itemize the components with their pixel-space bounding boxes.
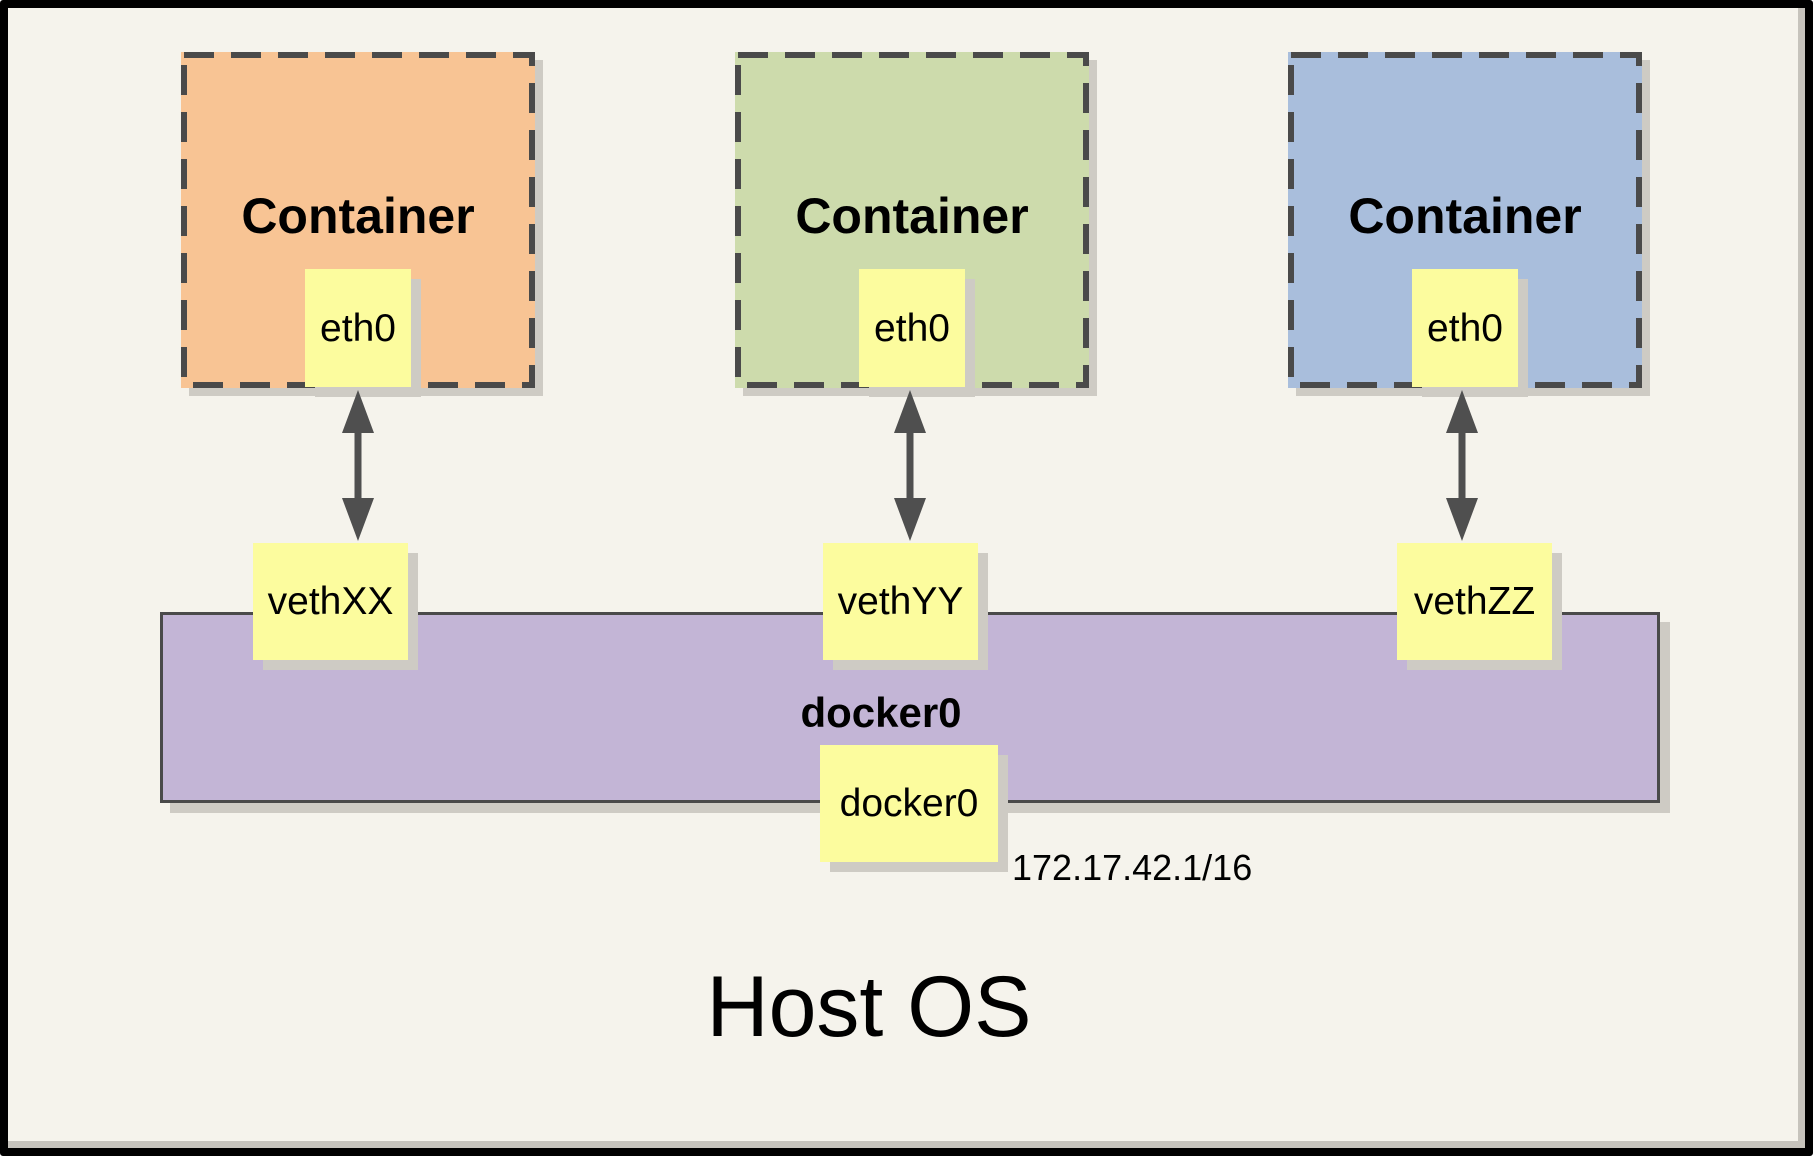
bidirectional-arrow-icon	[342, 390, 374, 541]
eth0-tag: eth0	[859, 269, 965, 387]
docker0-interface-label: docker0	[839, 782, 979, 825]
vethZZ-tag: vethZZ	[1397, 543, 1552, 660]
container-title: Container	[795, 188, 1029, 244]
eth0-label: eth0	[874, 306, 950, 350]
container-title: Container	[1348, 188, 1582, 244]
vethXX-tag: vethXX	[253, 543, 408, 660]
vethZZ-label: vethZZ	[1413, 580, 1536, 623]
docker0-bridge-title: docker0	[800, 689, 962, 736]
host-os-label: Host OS	[706, 959, 1032, 1055]
eth0-label: eth0	[1427, 306, 1503, 350]
vethXX-label: vethXX	[267, 580, 394, 623]
container-title: Container	[241, 188, 475, 244]
docker0-interface-tag: docker0	[820, 745, 998, 862]
eth0-tag: eth0	[305, 269, 411, 387]
eth0-label: eth0	[320, 306, 396, 350]
container-box-2: Container eth0	[735, 52, 1089, 388]
bidirectional-arrow-icon	[1446, 390, 1478, 541]
bridge-ip-label: 172.17.42.1/16	[1012, 847, 1253, 888]
container-box-1: Container eth0	[181, 52, 535, 388]
eth0-tag: eth0	[1412, 269, 1518, 387]
vethYY-tag: vethYY	[823, 543, 978, 660]
vethYY-label: vethYY	[837, 580, 964, 623]
container-box-3: Container eth0	[1288, 52, 1642, 388]
bidirectional-arrow-icon	[894, 390, 926, 541]
